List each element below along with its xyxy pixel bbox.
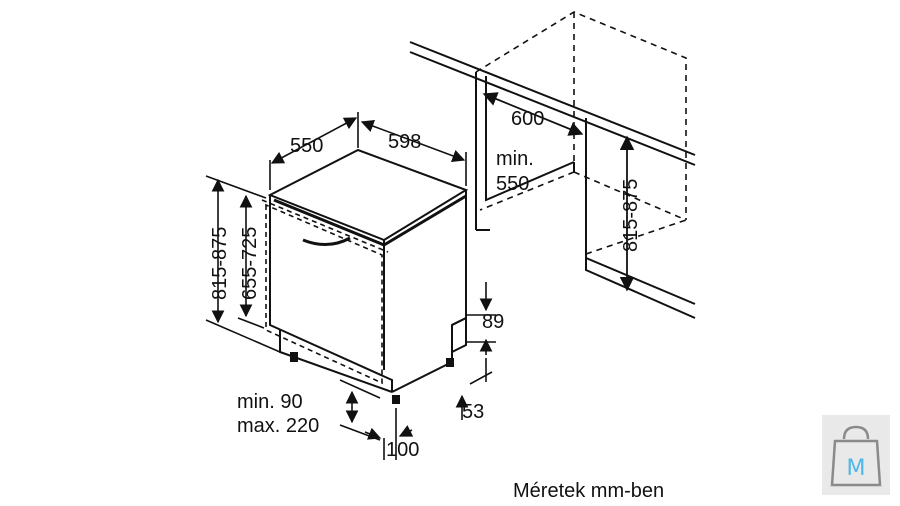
logo-letter: M: [847, 456, 866, 481]
door-handle: [302, 236, 351, 246]
shopping-bag-icon: M: [830, 425, 882, 487]
store-logo: M: [822, 415, 890, 495]
width-598-label: 598: [388, 131, 421, 153]
appliance-feet: [290, 352, 454, 404]
niche-width-dimension: [482, 92, 584, 136]
appliance-dimension-lines: [205, 112, 496, 460]
depth-550-label: 550: [290, 135, 323, 157]
kick-89-label: 89: [482, 311, 504, 333]
depth-100-label: 100: [386, 439, 419, 461]
appliance-box: [267, 148, 469, 393]
niche-depth-value: 550: [496, 173, 529, 195]
max-220-label: max. 220: [237, 415, 319, 437]
door-panel-dashed: [261, 199, 389, 385]
units-caption: Méretek mm-ben: [513, 480, 664, 502]
min-90-label: min. 90: [237, 391, 303, 413]
niche-depth-min-label: min.: [496, 148, 534, 170]
height-815-875-label: 815-875: [209, 227, 231, 300]
door-655-725-label: 655-725: [239, 227, 261, 300]
feet-53-label: 53: [462, 401, 484, 423]
niche-width-label: 600: [511, 108, 544, 130]
niche-height-label: 815-875: [620, 179, 642, 252]
